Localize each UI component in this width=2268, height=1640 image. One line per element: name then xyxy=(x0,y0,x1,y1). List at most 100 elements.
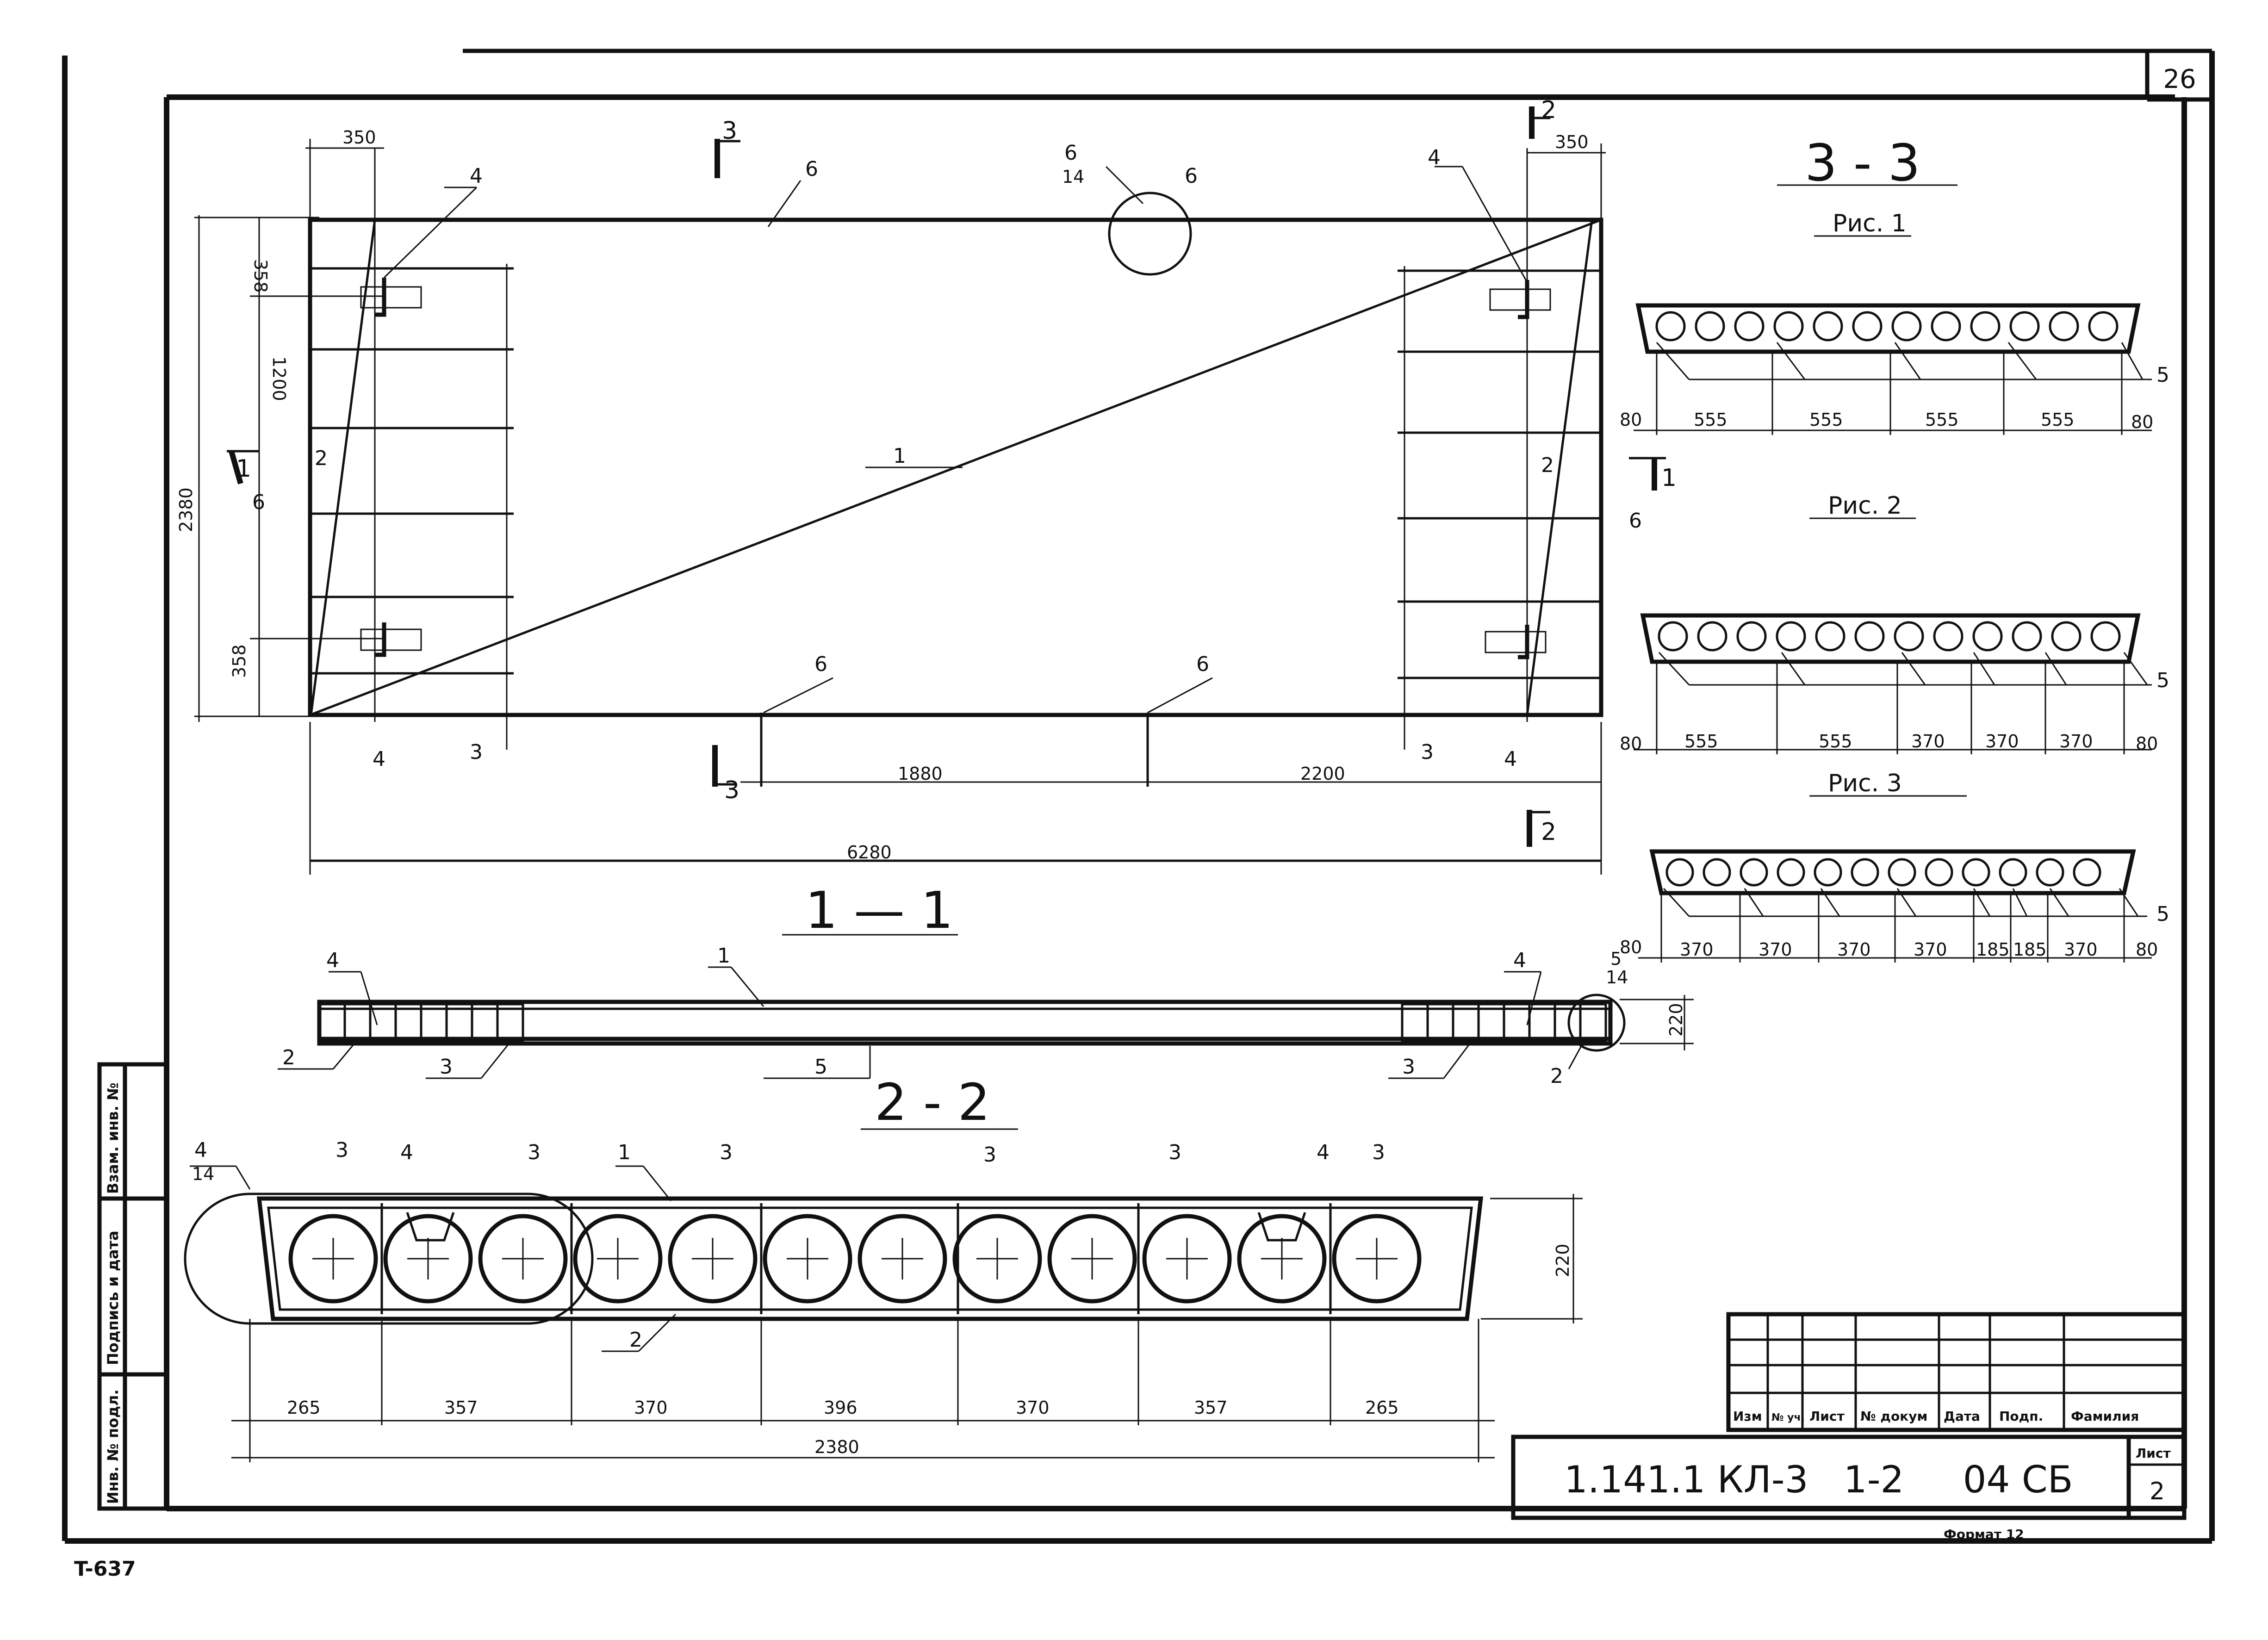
fig-1-dim-4: 555 xyxy=(2041,410,2075,430)
section-mark-3-bottom: 3 xyxy=(724,777,739,804)
stamp-side-replace: Взам. инв. № xyxy=(104,1082,122,1194)
callout-1: 1 xyxy=(893,444,906,468)
fig-1-dim-0: 80 xyxy=(1620,410,1642,430)
callout-6-left: 6 xyxy=(252,491,265,514)
s11-height-dim: 220 xyxy=(1666,1003,1686,1037)
tb-sheet-label: Лист xyxy=(2136,1446,2171,1461)
s22-dim-0: 265 xyxy=(287,1398,321,1418)
s22-dim-total: 2380 xyxy=(814,1437,859,1457)
tb-head-podp: Подп. xyxy=(1999,1409,2043,1424)
fig-1-label-5: 5 xyxy=(2156,363,2169,387)
tb-head-familia: Фамилия xyxy=(2071,1409,2139,1424)
fig-2-dim-1: 555 xyxy=(1684,731,1718,752)
s22-callout-4-den: 14 xyxy=(192,1164,214,1184)
tb-head-list: Лист xyxy=(1809,1409,1845,1424)
section-1-1-title: 1 — 1 xyxy=(805,881,953,940)
s11-callout-4-right: 4 xyxy=(1513,949,1526,972)
plan-view xyxy=(194,106,1666,875)
fig-3-dim-1: 370 xyxy=(1680,939,1714,960)
right-stirrups xyxy=(1401,1003,1607,1043)
s11-callout-2-right: 2 xyxy=(1550,1064,1563,1088)
fig-3-dim-6: 185 xyxy=(2013,939,2047,960)
title-block xyxy=(1511,1312,2187,1520)
tb-format: Формат 12 xyxy=(1944,1527,2024,1542)
s22-height-dim: 220 xyxy=(1553,1243,1573,1277)
tb-head-izm: Изм xyxy=(1733,1409,1762,1424)
fig-2-dim-5: 370 xyxy=(2059,731,2093,752)
fig-1-dim-1: 555 xyxy=(1694,410,1727,430)
s22-dim-2: 370 xyxy=(634,1398,668,1418)
callout-4-bottomright: 4 xyxy=(1504,747,1517,771)
sheet-code: T-637 xyxy=(74,1557,136,1581)
dim-top-offset: 358 xyxy=(250,259,271,293)
dim-span-b: 2200 xyxy=(1300,764,1345,784)
fig-3-dim-7: 370 xyxy=(2064,939,2098,960)
section-3-3: 3 - 3 Рис. 1 Рис. 2 Рис. 3 xyxy=(1634,133,2152,963)
callout-6-right: 6 xyxy=(1629,509,1642,533)
callout-2-right: 2 xyxy=(1541,453,1554,477)
section-2-2-labels: 4 14 3 4 3 1 3 3 3 4 3 2 220 265 357 370… xyxy=(192,1138,1573,1457)
dim-edge-right: 350 xyxy=(1555,132,1589,152)
s11-callout-3-left: 3 xyxy=(440,1055,453,1079)
s11-detail-5-num: 5 xyxy=(1610,949,1622,969)
left-rebar-cage xyxy=(310,264,514,750)
fig-3-dim-0: 80 xyxy=(1620,937,1642,957)
section-mark-2-bottom: 2 xyxy=(1541,818,1556,846)
fig-3-dim-5: 185 xyxy=(1976,939,2010,960)
s11-callout-4-left: 4 xyxy=(326,949,339,972)
fig-2-dim-0: 80 xyxy=(1620,733,1642,754)
s22-dim-5: 357 xyxy=(1194,1398,1228,1418)
fig-1-cores xyxy=(1655,311,2119,342)
stamp-side-inv: Инв. № подл. xyxy=(104,1389,122,1504)
fig-1-dim-5: 80 xyxy=(2131,412,2153,432)
callout-6-top: 6 xyxy=(805,157,818,181)
s22-dim-1: 357 xyxy=(444,1398,478,1418)
fig-3-label-5: 5 xyxy=(2156,902,2169,926)
fig-1-dim-2: 555 xyxy=(1809,410,1843,430)
s22-callout-1: 1 xyxy=(618,1141,631,1164)
s11-callout-3-right: 3 xyxy=(1402,1055,1415,1079)
plan-callouts: 1 2 2 3 3 4 4 4 4 6 6 6 6 6 6 6 14 3 3 2… xyxy=(236,96,1677,846)
dim-mid: 1200 xyxy=(269,356,289,401)
section-1-1: 1 — 1 xyxy=(278,881,1694,1079)
s22-callout-3e: 3 xyxy=(1168,1141,1181,1164)
fig-3-cores xyxy=(1665,858,2101,887)
plan-dimension-labels: 350 350 358 358 1200 2380 1880 2200 6280 xyxy=(176,127,1589,863)
s22-callout-3f: 3 xyxy=(1372,1141,1385,1164)
section-mark-1-left: 1 xyxy=(236,455,251,483)
section-2-2: 2 - 2 xyxy=(184,1073,1583,1462)
s11-callout-5: 5 xyxy=(814,1055,827,1079)
callout-4-topright: 4 xyxy=(1428,146,1441,169)
tb-head-dokum: № докум xyxy=(1860,1409,1927,1424)
section-1-1-labels: 1 2 2 3 3 4 4 5 5 14 220 xyxy=(282,944,1686,1088)
fig-3-caption: Рис. 3 xyxy=(1828,770,1902,797)
tb-document-code: 1.141.1 КЛ-3 1-2 04 СБ xyxy=(1564,1458,2073,1501)
fig-3-dim-3: 370 xyxy=(1837,939,1871,960)
tb-sheet-number: 2 xyxy=(2150,1478,2165,1505)
s11-callout-1: 1 xyxy=(717,944,730,968)
callout-3-right: 3 xyxy=(1421,740,1434,764)
dim-bottom-offset: 358 xyxy=(229,644,249,678)
fig-2-caption: Рис. 2 xyxy=(1828,492,1902,520)
fig-3-dim-4: 370 xyxy=(1914,939,1947,960)
stamp-side-signature: Подпись и дата xyxy=(104,1230,122,1365)
fig-3-dim-2: 370 xyxy=(1758,939,1792,960)
callout-6-bottommid: 6 xyxy=(1196,652,1209,676)
callout-6-detail-den: 14 xyxy=(1062,167,1084,187)
callout-6-detail-num: 6 xyxy=(1064,141,1077,165)
fig-1-caption: Рис. 1 xyxy=(1833,210,1907,237)
callout-6-bottomleft: 6 xyxy=(814,652,827,676)
section-mark-3-top: 3 xyxy=(722,117,737,145)
dim-width: 2380 xyxy=(176,487,196,532)
s22-callout-4f: 4 xyxy=(1317,1141,1330,1164)
sheet-corner-number: 26 xyxy=(2163,64,2196,94)
dim-edge-left: 350 xyxy=(342,127,376,148)
tb-head-data: Дата xyxy=(1944,1409,1980,1424)
side-stamp xyxy=(97,1062,169,1511)
s11-detail-5-den: 14 xyxy=(1606,967,1628,988)
left-stirrups xyxy=(318,1003,524,1043)
s11-callout-2-left: 2 xyxy=(282,1046,295,1069)
tb-head-uch: № уч. xyxy=(1771,1412,1805,1423)
fig-2-cores xyxy=(1658,621,2121,652)
s22-dim-4: 370 xyxy=(1016,1398,1050,1418)
